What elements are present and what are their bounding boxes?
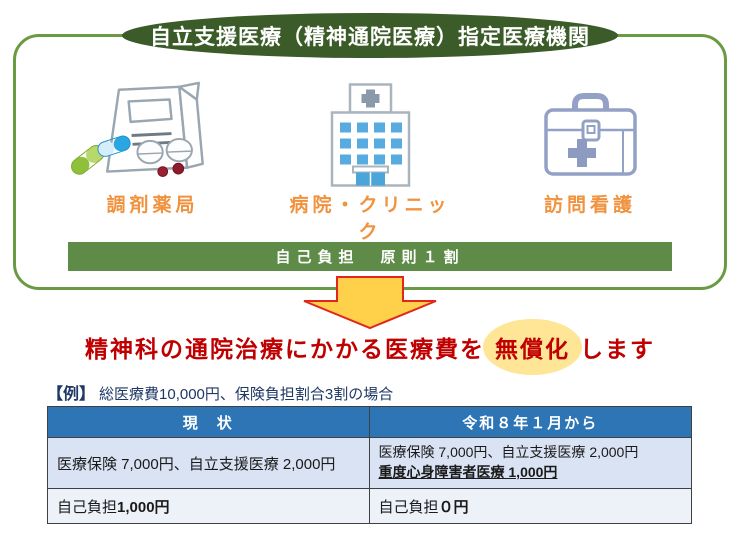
visiting-nurse-label: 訪問看護	[543, 195, 636, 216]
header-future: 令和８年１月から	[369, 407, 691, 437]
pharmacy-bag-icon	[55, 80, 250, 192]
banner-title: 自立支援医療（精神通院医療）指定医療機関	[150, 25, 590, 49]
cell-breakdown-future: 医療保険 7,000円、自立支援医療 2,000円 重度心身障害者医療 1,00…	[369, 438, 691, 488]
cell-copay-future: 自己負担 ０円	[369, 489, 691, 523]
copay-future-label: 自己負担	[378, 498, 439, 516]
headline-highlight: 無償化	[483, 319, 582, 375]
copay-principle-bar: 自己負担 原則１割	[68, 242, 672, 271]
breakdown-current-text: 医療保険 7,000円、自立支援医療 2,000円	[57, 455, 336, 473]
copay-future-value: ０円	[438, 498, 469, 516]
headline-prefix: 精神科の通院治療にかかる医療費を	[85, 336, 485, 362]
first-aid-kit-icon	[515, 88, 665, 188]
copay-current-value: 1,000円	[117, 498, 170, 516]
copay-current-label: 自己負担	[57, 498, 118, 516]
header-current: 現 状	[48, 407, 370, 437]
example-label: 【例】	[47, 386, 96, 403]
table-header-row: 現 状 令和８年１月から	[48, 407, 691, 438]
hospital-icon	[290, 80, 450, 188]
cell-copay-current: 自己負担 1,000円	[48, 489, 370, 523]
first-aid-kit-graphic	[543, 93, 637, 176]
headline-suffix: します	[580, 336, 655, 362]
breakdown-future-line1: 医療保険 7,000円、自立支援医療 2,000円	[378, 444, 639, 461]
copay-principle-text: 自己負担 原則１割	[275, 249, 465, 266]
hospital-label: 病院・クリニック	[289, 195, 451, 243]
down-arrow-icon	[303, 276, 437, 335]
table-row-copay: 自己負担 1,000円 自己負担 ０円	[48, 489, 691, 523]
cost-comparison-table: 現 状 令和８年１月から 医療保険 7,000円、自立支援医療 2,000円 医…	[47, 406, 692, 524]
breakdown-future-line2: 重度心身障害者医療 1,000円	[378, 464, 558, 480]
table-row-breakdown: 医療保険 7,000円、自立支援医療 2,000円 医療保険 7,000円、自立…	[48, 438, 691, 489]
banner-ellipse: 自立支援医療（精神通院医療）指定医療機関	[122, 13, 618, 58]
pharmacy-bag-graphic	[70, 81, 204, 177]
cell-breakdown-current: 医療保険 7,000円、自立支援医療 2,000円	[48, 438, 370, 488]
example-caption: 【例】総医療費10,000円、保険負担割合3割の場合	[47, 380, 393, 404]
example-text: 総医療費10,000円、保険負担割合3割の場合	[99, 386, 394, 403]
hospital-graphic	[330, 83, 410, 187]
pharmacy-label: 調剤薬局	[106, 195, 199, 216]
headline: 精神科の通院治療にかかる医療費を無償化します	[0, 319, 740, 375]
